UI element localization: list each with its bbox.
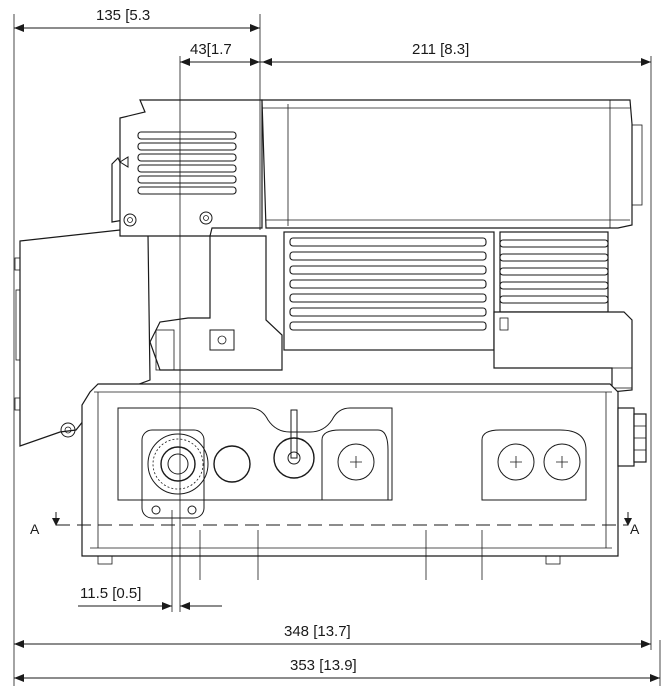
section-label-left: A — [30, 521, 40, 537]
dimension-353 — [14, 674, 660, 682]
section-label-right: A — [630, 521, 640, 537]
dimension-11-5 — [78, 602, 222, 610]
section-line: A A — [30, 512, 640, 537]
motor-fins — [289, 237, 487, 331]
dimension-label-43: 43[1.7 — [190, 41, 232, 58]
dimension-211 — [260, 58, 651, 66]
dimension-label-353: 353 [13.9] — [290, 657, 357, 674]
speed-dial — [141, 429, 209, 519]
dimension-label-348: 348 [13.7] — [284, 623, 351, 640]
dimension-label-11-5: 11.5 [0.5] — [80, 585, 141, 602]
dimension-348 — [14, 640, 651, 648]
cable-gland — [617, 407, 647, 467]
screw-bosses — [321, 429, 587, 501]
device-outline — [14, 99, 647, 580]
plug-button — [213, 445, 251, 483]
dimension-label-211: 211 [8.3] — [412, 41, 469, 58]
dimension-135 — [14, 24, 260, 32]
left-box-fins — [137, 131, 237, 195]
dimension-label-135: 135 [5.3 — [96, 7, 150, 24]
dimension-43 — [180, 58, 260, 66]
rotary-switch — [273, 409, 315, 479]
rear-fins — [499, 239, 609, 304]
